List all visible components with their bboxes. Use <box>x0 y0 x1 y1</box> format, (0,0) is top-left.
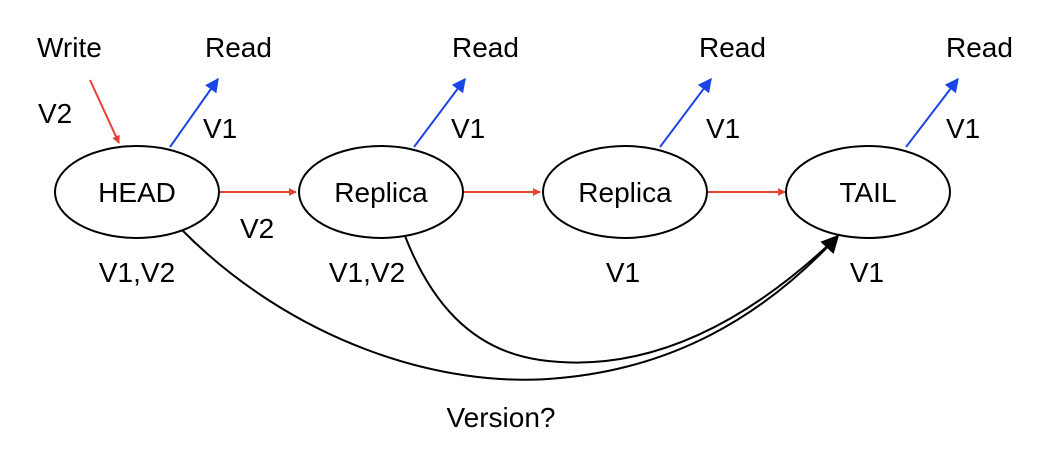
node-replica-2-shape <box>542 145 708 239</box>
replica2-versions-label: V1 <box>606 257 640 288</box>
node-head-shape <box>54 145 220 239</box>
node-replica-2-label: Replica <box>578 177 672 208</box>
read-version-replica1: V1 <box>451 113 485 144</box>
read-label-replica1: Read <box>452 32 519 63</box>
version-query-curve-replica1 <box>404 235 839 364</box>
node-replica-2[interactable]: Replica <box>542 145 708 239</box>
version-query-label: Version? <box>447 402 556 433</box>
write-label: Write <box>37 32 102 63</box>
node-replica-1-shape <box>298 145 464 239</box>
read-label-replica2: Read <box>699 32 766 63</box>
node-tail[interactable]: TAIL <box>785 145 951 239</box>
node-replica-1-label: Replica <box>334 177 428 208</box>
read-version-head: V1 <box>203 113 237 144</box>
write-arrow <box>89 79 120 144</box>
read-arrow-replica1 <box>413 77 466 148</box>
node-head-label: HEAD <box>98 177 176 208</box>
chain-edge-version-label: V2 <box>240 213 274 244</box>
read-label-tail: Read <box>946 32 1013 63</box>
node-tail-label: TAIL <box>839 177 896 208</box>
write-version-label: V2 <box>38 98 72 129</box>
tail-versions-label: V1 <box>850 257 884 288</box>
head-versions-label: V1,V2 <box>99 257 175 288</box>
read-version-replica2: V1 <box>706 113 740 144</box>
node-tail-shape <box>785 145 951 239</box>
read-version-tail: V1 <box>946 113 980 144</box>
read-arrow-replica2 <box>659 77 712 148</box>
node-replica-1[interactable]: Replica <box>298 145 464 239</box>
version-query-curve-head <box>179 227 840 381</box>
read-arrow-head <box>169 77 219 148</box>
node-head[interactable]: HEAD <box>54 145 220 239</box>
read-label-head: Read <box>205 32 272 63</box>
replica1-versions-label: V1,V2 <box>329 257 405 288</box>
read-arrow-tail <box>905 77 959 148</box>
